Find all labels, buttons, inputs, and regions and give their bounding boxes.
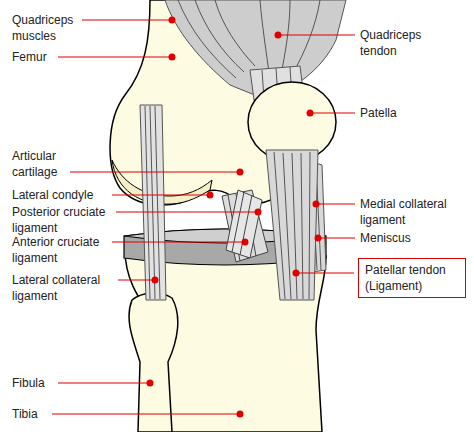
leader-lines-part xyxy=(296,272,354,273)
fibula-part xyxy=(129,293,178,432)
lateral-collateral-ligament-part xyxy=(140,105,166,300)
quadriceps-muscles-part xyxy=(195,0,244,72)
leader-lines-part xyxy=(58,382,150,383)
leader-dots-part xyxy=(242,239,249,246)
leader-lines-part xyxy=(310,112,355,113)
patellar-tendon-part xyxy=(274,152,285,299)
quadriceps-muscles-part xyxy=(215,0,255,66)
leader-lines-part xyxy=(118,279,155,280)
lateral-collateral-ligament-part xyxy=(145,106,150,299)
highlight-box: Patellar tendon (Ligament) xyxy=(358,258,466,298)
leader-lines-part xyxy=(52,413,240,414)
leader-lines-part xyxy=(82,19,172,20)
part-label: Meniscus xyxy=(360,230,411,246)
lateral-collateral-ligament-part xyxy=(150,106,155,299)
part-label: Fibula xyxy=(12,375,45,391)
leader-lines-part xyxy=(70,171,240,172)
cruciate-ligaments xyxy=(222,190,268,262)
part-label: Quadriceps tendon xyxy=(360,27,435,59)
leader-dots-part xyxy=(315,235,322,242)
leader-dots-part xyxy=(169,54,176,61)
leader-dots-part xyxy=(147,380,154,387)
leader-dots-part xyxy=(169,17,176,24)
leader-lines-part xyxy=(58,56,172,57)
leader-lines-part xyxy=(112,241,245,242)
quadriceps-muscles-part xyxy=(292,0,320,75)
leader-dots-part xyxy=(255,209,262,216)
patellar-tendon xyxy=(266,150,318,300)
part-label: Posterior cruciate ligament xyxy=(12,204,122,236)
part-label: Patellar tendon (Ligament) xyxy=(365,262,457,294)
leader-lines-part xyxy=(116,211,258,212)
quadriceps-muscles-part xyxy=(178,0,236,78)
patellar-tendon-part xyxy=(283,153,291,299)
part-label: Articular cartilage xyxy=(12,148,72,180)
leader-lines-part xyxy=(112,194,210,195)
leader-lines-part xyxy=(316,203,355,204)
patellar-tendon-part xyxy=(292,153,297,299)
quadriceps-muscles-part xyxy=(260,0,270,80)
leader-dots-part xyxy=(307,110,314,117)
part-label: Patella xyxy=(360,105,397,121)
lateral-collateral-ligament xyxy=(140,105,166,300)
patellar-tendon-part xyxy=(309,152,310,299)
leader-lines-part xyxy=(318,237,355,238)
fibula xyxy=(129,293,178,432)
leader-lines-part xyxy=(278,34,355,35)
patellar-tendon-part xyxy=(266,150,318,300)
part-label: Tibia xyxy=(12,406,38,422)
cruciate-ligaments-part xyxy=(240,195,252,255)
part-label: Lateral collateral ligament xyxy=(12,272,122,304)
part-label: Medial collateral ligament xyxy=(360,196,465,228)
part-label: Femur xyxy=(12,49,47,65)
leader-dots xyxy=(147,17,322,418)
leader-dots-part xyxy=(313,201,320,208)
leader-dots-part xyxy=(275,32,282,39)
leader-dots-part xyxy=(237,411,244,418)
part-label: Anterior cruciate ligament xyxy=(12,234,122,266)
patellar-tendon-part xyxy=(301,153,303,299)
cruciate-ligaments-part xyxy=(226,190,262,258)
lateral-collateral-ligament-part xyxy=(155,106,160,299)
cruciate-ligaments-part xyxy=(222,190,268,262)
leader-dots-part xyxy=(237,169,244,176)
part-label: Lateral condyle xyxy=(12,187,93,203)
leader-dots-part xyxy=(152,277,159,284)
part-label: Quadriceps muscles xyxy=(12,12,87,44)
leader-dots-part xyxy=(207,192,214,199)
leader-dots-part xyxy=(293,270,300,277)
